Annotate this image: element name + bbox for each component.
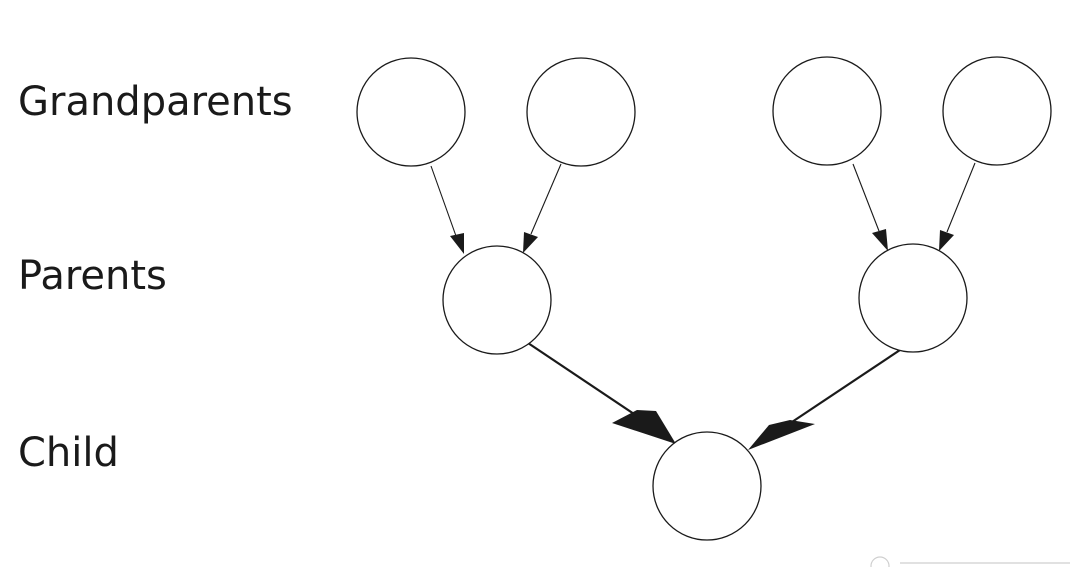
child-node	[652, 431, 762, 541]
edge-grandparent-1-to-parent-1	[430, 165, 457, 237]
arrowhead-parent-1	[612, 410, 676, 444]
grandparent-node-3	[772, 56, 882, 166]
arrowhead-grandparent-3	[872, 229, 888, 251]
edge-parent-2-to-child	[785, 349, 901, 427]
grandparent-node-1	[356, 57, 466, 167]
arrowhead-parent-2	[748, 420, 815, 450]
edge-parent-1-to-child	[527, 342, 641, 419]
grandparents-label: Grandparents	[18, 79, 293, 125]
grandparent-node-2	[526, 57, 636, 167]
edge-grandparent-2-to-parent-1	[530, 163, 562, 235]
arrowhead-grandparent-2	[523, 232, 538, 253]
grandparent-node-4	[942, 56, 1052, 166]
child-label: Child	[18, 430, 119, 476]
arrowhead-grandparent-4	[939, 230, 954, 251]
parents-label: Parents	[18, 253, 167, 299]
parent-node-2	[858, 243, 968, 353]
parent-node-1	[442, 245, 552, 355]
watermark-logo	[870, 556, 1070, 567]
edge-grandparent-3-to-parent-2	[852, 163, 880, 232]
arrowhead-grandparent-1	[450, 233, 464, 254]
edge-grandparent-4-to-parent-2	[946, 162, 976, 233]
